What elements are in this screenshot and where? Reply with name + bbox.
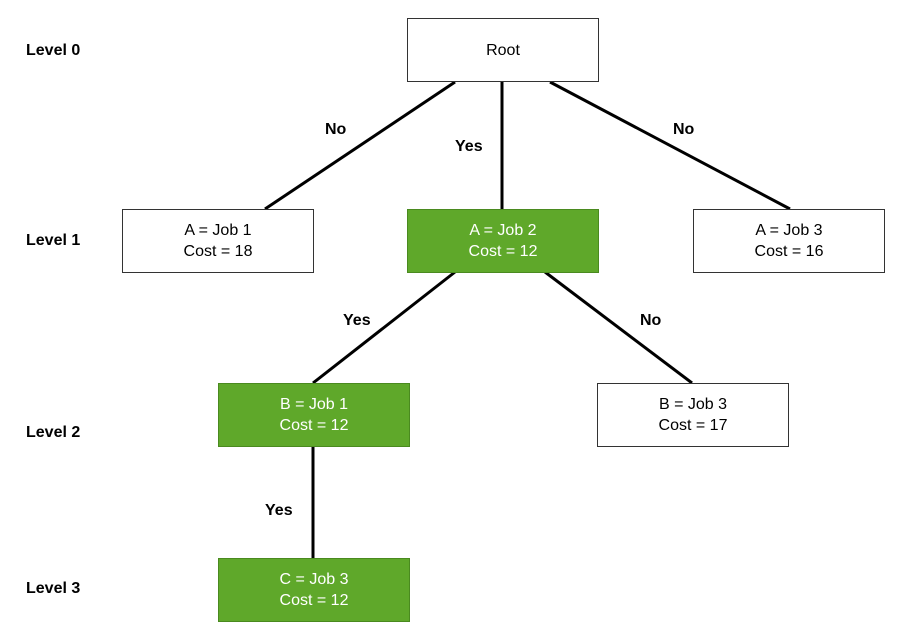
node-a-job3-line2: Cost = 16 — [754, 243, 824, 260]
edge-label-root-a-job3: No — [673, 121, 695, 138]
node-root: Root — [407, 18, 599, 82]
edge-label-a-job2-b-job3: No — [640, 312, 662, 329]
node-b-job1: B = Job 1 Cost = 12 — [218, 383, 410, 447]
edge-root-a-job1 — [264, 80, 456, 211]
node-a-job1-line1: A = Job 1 — [184, 222, 252, 239]
node-b-job3: B = Job 3 Cost = 17 — [597, 383, 789, 447]
edge-label-root-a-job1: No — [325, 121, 347, 138]
node-a-job3-line1: A = Job 3 — [755, 222, 823, 239]
node-c-job3-line1: C = Job 3 — [279, 571, 349, 588]
node-b-job1-line2: Cost = 12 — [279, 417, 349, 434]
node-b-job3-line2: Cost = 17 — [658, 417, 728, 434]
level-label-0: Level 0 — [26, 42, 81, 59]
node-a-job3: A = Job 3 Cost = 16 — [693, 209, 885, 273]
edge-label-b-job1-c-job3: Yes — [265, 502, 293, 519]
level-label-2: Level 2 — [26, 424, 81, 441]
node-b-job3-line1: B = Job 3 — [658, 396, 728, 413]
node-b-job1-line1: B = Job 1 — [279, 396, 349, 413]
edge-root-a-job3 — [549, 80, 791, 211]
edge-label-a-job2-b-job1: Yes — [343, 312, 371, 329]
node-root-line1: Root — [486, 41, 520, 59]
node-a-job2-line1: A = Job 2 — [469, 222, 537, 239]
edge-a-job2-b-job3 — [544, 270, 693, 385]
node-c-job3-line2: Cost = 12 — [279, 592, 349, 609]
level-label-1: Level 1 — [26, 232, 81, 249]
node-a-job2: A = Job 2 Cost = 12 — [407, 209, 599, 273]
node-c-job3: C = Job 3 Cost = 12 — [218, 558, 410, 622]
edge-label-root-a-job2: Yes — [455, 138, 483, 155]
edge-a-job2-b-job1 — [312, 270, 456, 385]
node-a-job2-line2: Cost = 12 — [468, 243, 538, 260]
level-label-3: Level 3 — [26, 580, 81, 597]
node-a-job1: A = Job 1 Cost = 18 — [122, 209, 314, 273]
node-a-job1-line2: Cost = 18 — [183, 243, 253, 260]
